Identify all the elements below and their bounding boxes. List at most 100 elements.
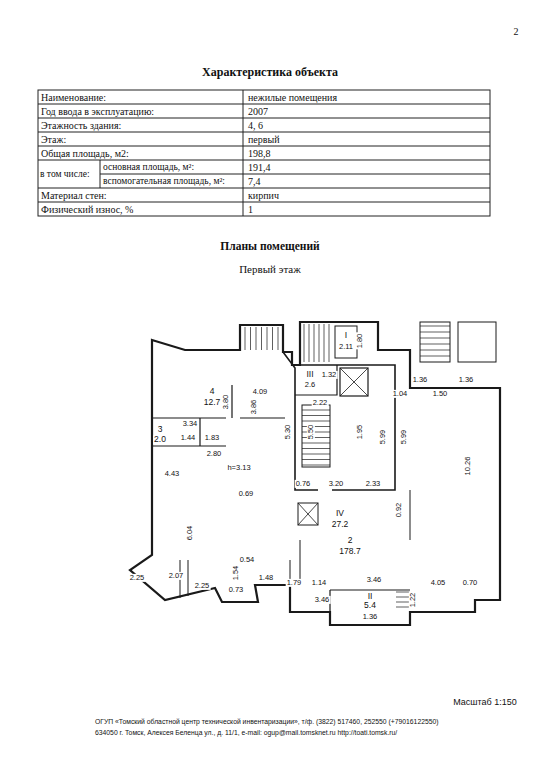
table-cell: первый <box>248 134 280 145</box>
dimension: 0.92 <box>395 502 403 519</box>
room-label: 12.7 <box>203 398 222 407</box>
table-cell: основная площадь, м²: <box>103 162 194 172</box>
stair-tread <box>278 327 279 350</box>
room-label: I <box>344 331 348 340</box>
table-cell: в том числе: <box>40 169 90 179</box>
table-cell: Материал стен: <box>41 190 107 201</box>
table-cell: 4, 6 <box>248 120 263 131</box>
vent-cross <box>298 503 318 525</box>
footer-text: ОГУП «Томский областной центр техническо… <box>95 718 439 725</box>
dimension: 2.11 <box>338 343 354 351</box>
vent-shaft <box>298 503 318 525</box>
dimension: 1.48 <box>258 574 275 582</box>
dimension: 1.14 <box>311 579 328 587</box>
section-heading: Планы помещений <box>220 240 319 253</box>
dimension: 1.36 <box>362 613 379 621</box>
dimension: 4.05 <box>430 579 447 587</box>
room-label: 2 <box>347 536 354 545</box>
table-cell: Наименование: <box>41 92 106 103</box>
dimension: 3.34 <box>182 420 199 428</box>
dimension: 3.86 <box>250 399 258 416</box>
dimension: 5.30 <box>284 424 292 441</box>
dimension: 1.95 <box>356 424 364 441</box>
title: Характеристика объекта <box>202 66 338 79</box>
elevator-cross <box>340 368 368 396</box>
stair-tread <box>302 448 330 449</box>
stair-tread <box>324 324 325 362</box>
partition-lines <box>290 490 410 585</box>
table-cell: кирпич <box>248 190 279 201</box>
dimension: 3.20 <box>328 480 345 488</box>
stair-tread <box>420 350 450 351</box>
stair-tread <box>420 332 450 333</box>
room-walls-left <box>152 385 285 446</box>
stair-tread <box>302 443 330 444</box>
table-cell: Общая площадь, м2: <box>41 148 129 159</box>
room-label: 4 <box>209 387 216 396</box>
room-label: 2.0 <box>153 435 167 444</box>
dimension: h=3.13 <box>226 464 251 472</box>
room-label: 178.7 <box>338 547 361 556</box>
dimension: 1.36 <box>458 376 475 384</box>
stair-tread <box>302 410 330 411</box>
stair-tread <box>250 327 251 350</box>
table-cell: 191,4 <box>248 162 271 173</box>
room-label: III <box>305 370 314 379</box>
stair-right <box>420 322 450 362</box>
dimension: 1.22 <box>409 592 417 609</box>
dimension: 1.50 <box>432 390 449 398</box>
stair-tread <box>261 327 262 350</box>
dimension: 2.22 <box>312 399 329 407</box>
dimension: 3.80 <box>222 394 230 411</box>
stair <box>302 405 330 467</box>
dimension: 1.04 <box>392 390 409 398</box>
stair-tread <box>319 324 320 362</box>
table-rows <box>38 104 490 202</box>
table-cell: 1 <box>248 204 253 215</box>
stair-tread <box>420 338 450 339</box>
dimension: 1.36 <box>412 376 429 384</box>
table-cell: вспомогательная площадь, м²: <box>103 176 225 186</box>
room-II-wall <box>330 590 410 612</box>
stair-tread <box>420 344 450 345</box>
dimension: 5.99 <box>400 429 408 446</box>
table-cell: 7,4 <box>248 176 261 187</box>
dimension: 0.70 <box>462 579 479 587</box>
stair-tread <box>314 324 315 362</box>
dimension: 1.44 <box>180 434 197 442</box>
dimension: 1.32 <box>321 371 338 379</box>
floor-heading: Первый этаж <box>239 263 301 275</box>
dimension: 2.07 <box>168 572 185 580</box>
stair-tread <box>302 465 330 466</box>
table-cell: Год ввода в эксплуатацию: <box>41 106 154 117</box>
stair-tread <box>267 327 268 350</box>
room-III-wall <box>295 365 337 395</box>
dimension: 1.79 <box>286 579 303 587</box>
room-I <box>335 326 357 358</box>
stair-tread <box>256 327 257 350</box>
table-cell: 198,8 <box>248 148 271 159</box>
stair-tread <box>304 324 305 362</box>
table-cell: 2007 <box>248 106 268 117</box>
dimension: 2.25 <box>194 582 211 590</box>
stair-tread <box>420 356 450 357</box>
footer-text: 634050 г. Томск, Алексея Беленца ул., д.… <box>95 729 397 736</box>
dimension: 2.33 <box>365 480 382 488</box>
table-cell: Этажность здания: <box>41 120 121 131</box>
stair-tread <box>302 459 330 460</box>
room-label: II <box>367 592 374 601</box>
page-number: 2 <box>514 26 519 37</box>
dimension: 4.43 <box>164 470 181 478</box>
dimension: 4.09 <box>252 388 269 396</box>
dimension: 3.46 <box>366 576 383 584</box>
stair-tread <box>329 324 330 362</box>
stair-tread <box>302 454 330 455</box>
dimension: 2.25 <box>129 574 146 582</box>
dimension: 1.83 <box>204 434 221 442</box>
dimension: 6.04 <box>186 525 194 542</box>
core-walls <box>283 352 395 490</box>
room-label: 27.2 <box>331 520 350 529</box>
table-frame <box>38 90 490 216</box>
dimension: 2.6 <box>304 381 316 389</box>
stair-tread <box>420 326 450 327</box>
